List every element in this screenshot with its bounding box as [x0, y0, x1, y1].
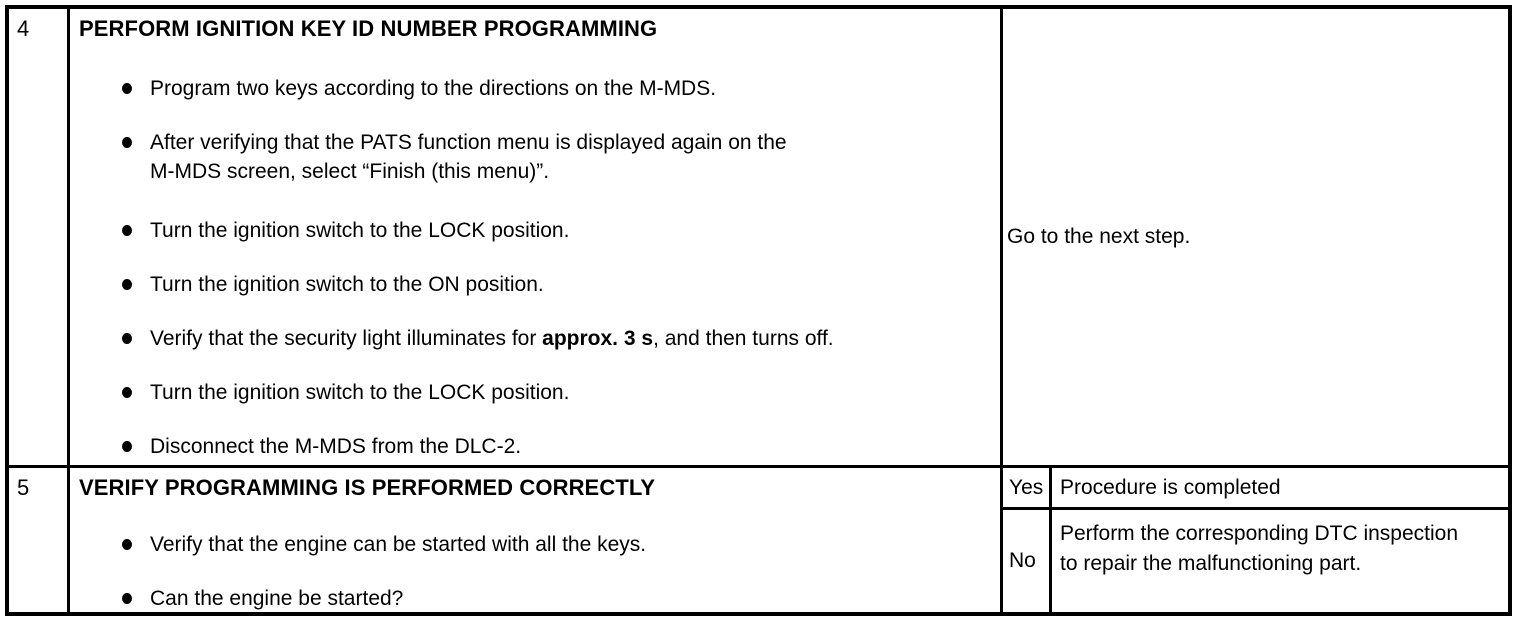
bullet-text-bold: approx. 3 s: [542, 327, 654, 350]
bullet-icon: [122, 225, 132, 236]
bullet-item: Program two keys according to the direct…: [122, 74, 980, 103]
procedure-table: 4 PERFORM IGNITION KEY ID NUMBER PROGRAM…: [5, 5, 1512, 616]
answer-cell: No: [1003, 510, 1052, 612]
bullet-icon: [122, 279, 132, 290]
bullet-item: Verify that the security light illuminat…: [122, 324, 980, 353]
bullet-text: Turn the ignition switch to the LOCK pos…: [150, 219, 570, 242]
bullet-item: After verifying that the PATS function m…: [122, 128, 980, 186]
step-number: 4: [17, 16, 30, 41]
bullet-icon: [122, 441, 132, 452]
step-number-cell: 4: [9, 9, 70, 465]
bullet-text: Verify that the security light illuminat…: [150, 327, 834, 350]
bullet-item: Can the engine be started?: [122, 584, 980, 613]
step-number: 5: [17, 475, 30, 500]
action-bullet-list: Verify that the engine can be started wi…: [122, 530, 1000, 613]
bullet-item: Disconnect the M-MDS from the DLC-2.: [122, 432, 980, 461]
answer-action-text: Procedure is completed: [1060, 475, 1281, 499]
bullet-text: Can the engine be started?: [150, 587, 404, 610]
bullet-text: Turn the ignition switch to the ON posit…: [150, 273, 544, 296]
answer-label: No: [1009, 549, 1036, 572]
bullet-text-line-1: After verifying that the PATS function m…: [150, 131, 787, 154]
result-row-yes: Yes Procedure is completed: [1003, 468, 1508, 510]
answer-label: Yes: [1009, 475, 1044, 499]
action-bullet-list: Program two keys according to the direct…: [122, 74, 1000, 461]
bullet-icon: [122, 539, 132, 550]
bullet-item: Turn the ignition switch to the ON posit…: [122, 270, 980, 299]
answer-action-cell: Perform the corresponding DTC inspection…: [1052, 510, 1508, 612]
bullet-icon: [122, 387, 132, 398]
bullet-text-line-2: M-MDS screen, select “Finish (this menu)…: [150, 160, 550, 183]
bullet-item: Turn the ignition switch to the LOCK pos…: [122, 378, 980, 407]
result-cell: Yes Procedure is completed No Perform th…: [1003, 468, 1508, 612]
action-title: VERIFY PROGRAMMING IS PERFORMED CORRECTL…: [79, 475, 656, 500]
bullet-icon: [122, 137, 132, 148]
table-row-step-4: 4 PERFORM IGNITION KEY ID NUMBER PROGRAM…: [9, 9, 1508, 468]
table-row-step-5: 5 VERIFY PROGRAMMING IS PERFORMED CORREC…: [9, 468, 1508, 612]
answer-cell: Yes: [1003, 468, 1052, 507]
action-title: PERFORM IGNITION KEY ID NUMBER PROGRAMMI…: [79, 16, 658, 41]
result-cell: Go to the next step.: [1003, 9, 1508, 465]
bullet-icon: [122, 593, 132, 604]
result-text: Go to the next step.: [1007, 225, 1191, 248]
bullet-text: Program two keys according to the direct…: [150, 77, 717, 100]
answer-action-text: Perform the corresponding DTC inspection…: [1060, 522, 1459, 575]
action-cell: VERIFY PROGRAMMING IS PERFORMED CORRECTL…: [70, 468, 1003, 612]
answer-action-cell: Procedure is completed: [1052, 468, 1508, 507]
bullet-text: Verify that the engine can be started wi…: [150, 533, 647, 556]
yes-no-results: Yes Procedure is completed No Perform th…: [1003, 468, 1508, 612]
bullet-icon: [122, 333, 132, 344]
bullet-icon: [122, 83, 132, 94]
bullet-item: Verify that the engine can be started wi…: [122, 530, 980, 559]
result-row-no: No Perform the corresponding DTC inspect…: [1003, 510, 1508, 612]
action-cell: PERFORM IGNITION KEY ID NUMBER PROGRAMMI…: [70, 9, 1003, 465]
step-number-cell: 5: [9, 468, 70, 612]
bullet-text: Disconnect the M-MDS from the DLC-2.: [150, 435, 522, 458]
bullet-text: Turn the ignition switch to the LOCK pos…: [150, 381, 570, 404]
bullet-item: Turn the ignition switch to the LOCK pos…: [122, 216, 980, 245]
